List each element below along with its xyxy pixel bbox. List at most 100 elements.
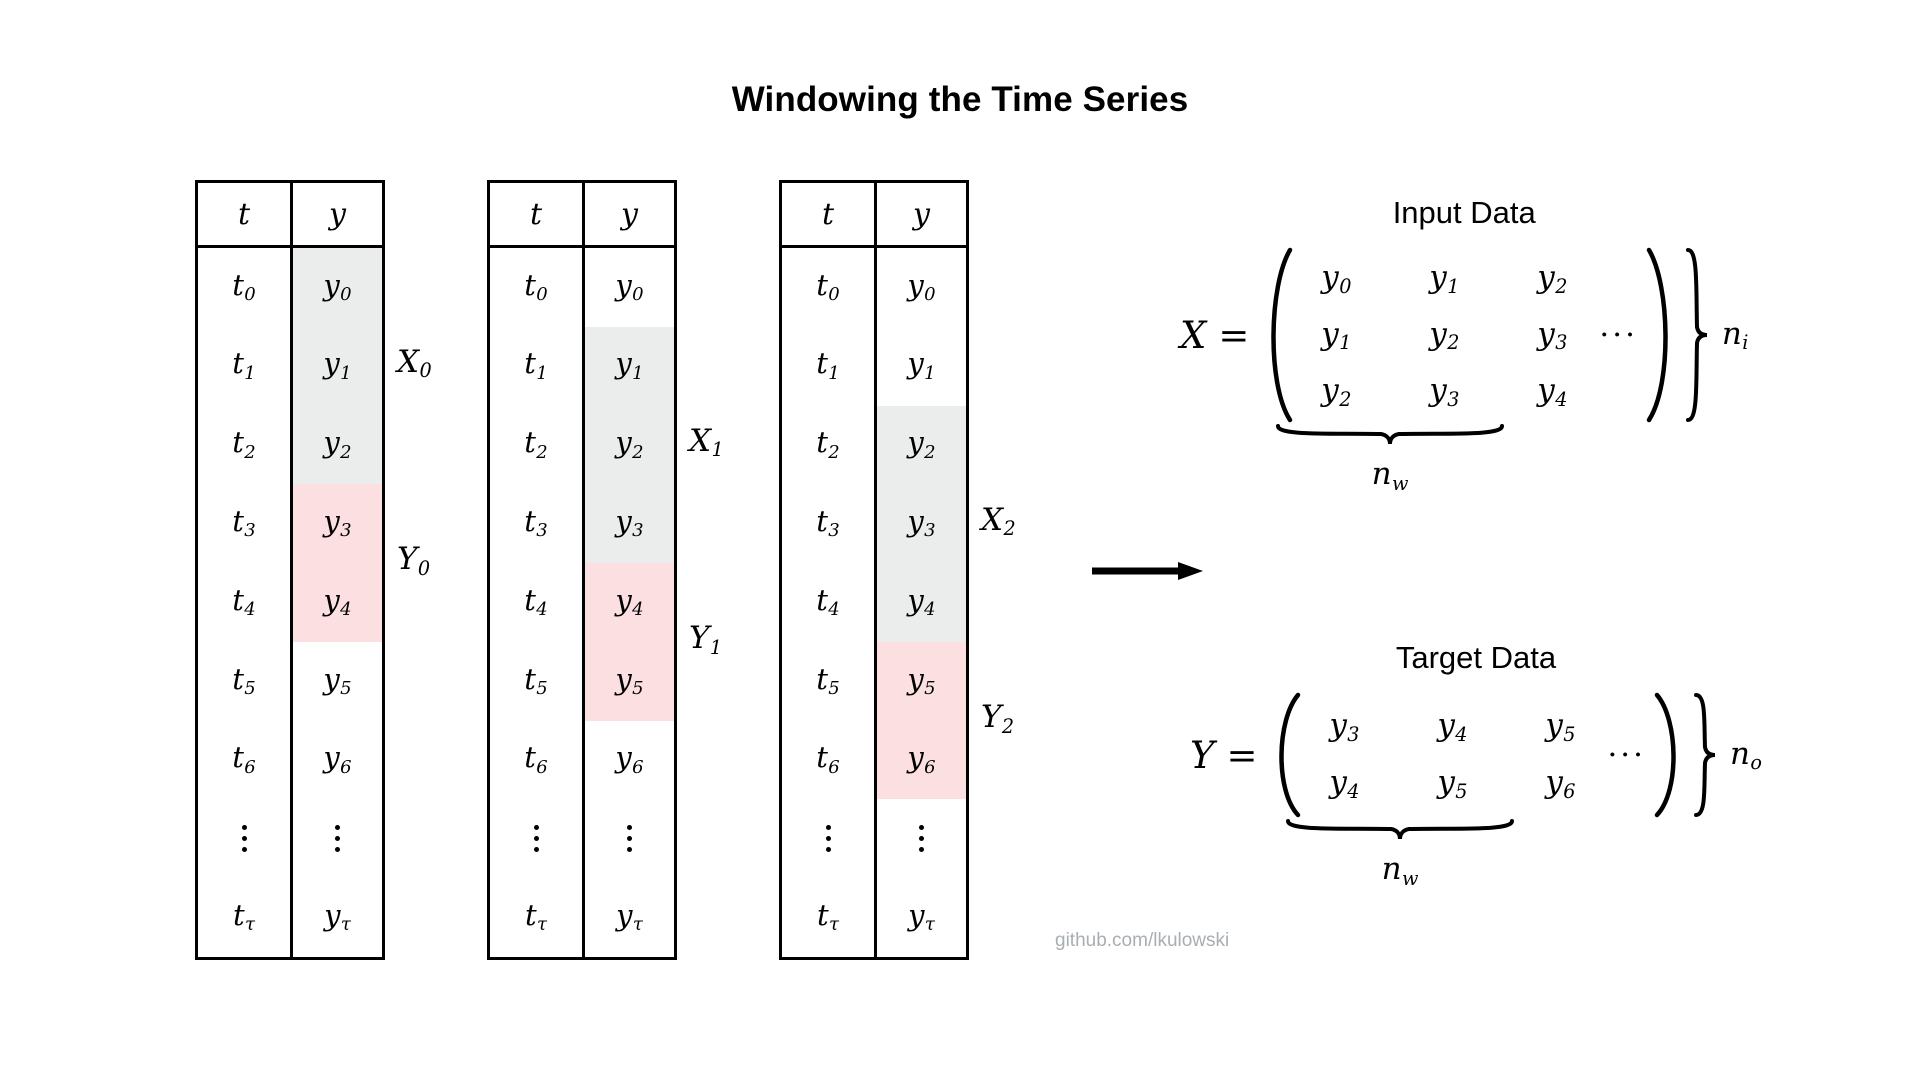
series-value: y5 (615, 661, 644, 699)
value-cell: yτ (877, 878, 966, 957)
time-cell: tτ (490, 878, 582, 957)
matrix-cell: y1 (1413, 259, 1475, 298)
time-value: t6 (816, 740, 840, 778)
time-value: t4 (232, 582, 256, 621)
col-brace-label-0: nw (1275, 456, 1505, 495)
value-cell: y4 (585, 563, 674, 642)
time-value: t0 (524, 267, 548, 306)
vertical-ellipsis (533, 825, 539, 853)
row-brace-label-0: ni (1722, 316, 1749, 355)
value-cell (293, 799, 382, 878)
series-value: y1 (907, 346, 936, 384)
matrix-cell-value: y6 (1545, 764, 1576, 803)
value-cell: y6 (877, 720, 966, 800)
time-value: t3 (232, 504, 256, 542)
time-value: t1 (232, 346, 256, 384)
time-value: t1 (524, 346, 548, 384)
time-cell: t0 (490, 248, 582, 327)
column-header-label-t: t (237, 196, 251, 232)
left-paren-1 (1279, 692, 1301, 818)
window-target-label-1-label: Y1 (689, 620, 723, 659)
col-brace-group-0: nw (1275, 421, 1748, 495)
time-cell: t6 (198, 721, 290, 800)
matrix-caption-0: Input Data (1392, 195, 1536, 230)
time-value: t5 (816, 661, 840, 699)
col-brace-label-value-0: nw (1371, 456, 1409, 495)
window-target-label-2: Y2 (981, 699, 1014, 738)
time-value: t0 (232, 267, 256, 306)
vertical-ellipsis (919, 825, 924, 853)
value-cell: y0 (585, 248, 674, 327)
time-cell: t5 (782, 642, 874, 721)
window-input-label-1-label: X1 (689, 422, 724, 462)
row-brace-label-value-0: ni (1721, 315, 1749, 355)
column-header-label-y: y (329, 196, 346, 232)
left-paren-0 (1271, 247, 1293, 423)
time-cell: t4 (198, 563, 290, 642)
time-cell: t3 (782, 484, 874, 563)
right-paren-1 (1654, 692, 1676, 818)
window-target-label-2-label: Y2 (981, 699, 1015, 738)
matrix-cell: y3 (1521, 316, 1583, 355)
watermark: github.com/lkulowski (1055, 930, 1230, 951)
value-cell: y5 (585, 641, 674, 721)
equals-sign-1: = (1226, 733, 1258, 777)
col-brace-0 (1276, 424, 1504, 445)
time-value: tτ (233, 897, 255, 936)
vertical-ellipsis (825, 825, 831, 853)
matrix-symbol-1: Y (1190, 734, 1214, 777)
time-cell: t2 (198, 406, 290, 485)
col-brace-1 (1286, 819, 1514, 840)
value-cell: y6 (585, 721, 674, 800)
window-input-label-0-label: X0 (397, 343, 432, 383)
series-value: y0 (615, 267, 644, 306)
value-cell: yτ (293, 878, 382, 957)
value-cell: y4 (293, 563, 382, 642)
time-value: t4 (524, 582, 548, 621)
time-value: t2 (524, 425, 548, 463)
time-cell: t1 (782, 327, 874, 406)
time-cell: t5 (198, 642, 290, 721)
series-value: y3 (323, 504, 352, 542)
time-cell: t3 (198, 484, 290, 563)
matrix-cell-value: y1 (1321, 315, 1352, 355)
time-cell: t4 (490, 563, 582, 642)
value-cell: y5 (877, 641, 966, 721)
time-value: t6 (524, 740, 548, 778)
value-cell: y3 (585, 484, 674, 564)
time-value: t3 (816, 504, 840, 542)
value-cell: y2 (293, 405, 382, 485)
series-value: y4 (907, 582, 936, 621)
series-value: y6 (615, 740, 644, 778)
time-cell: tτ (782, 878, 874, 957)
series-value: y2 (907, 425, 936, 463)
column-header-label-t: t (529, 196, 543, 232)
series-value: y1 (323, 346, 352, 384)
matrix-cell-value: y4 (1537, 372, 1568, 412)
time-cell: tτ (198, 878, 290, 957)
time-cell: t1 (490, 327, 582, 406)
row-brace-1 (1694, 693, 1716, 817)
matrix-cell: y5 (1529, 707, 1591, 746)
flow-arrow-icon (1092, 562, 1203, 580)
time-value: t1 (816, 346, 840, 384)
time-cell: t3 (490, 484, 582, 563)
time-cell: t6 (782, 721, 874, 800)
series-value: yτ (324, 897, 351, 936)
window-input-label-2-label: X2 (981, 501, 1016, 541)
matrix-symbol-0: X (1180, 314, 1206, 357)
col-brace-group-1: nw (1285, 816, 1762, 890)
value-cell: y0 (877, 248, 966, 327)
vertical-ellipsis (241, 825, 247, 853)
time-cell (782, 799, 874, 878)
column-header-t: t (198, 183, 290, 245)
series-value: y1 (615, 346, 644, 384)
value-cell: y2 (877, 405, 966, 485)
value-cell: y5 (293, 642, 382, 721)
time-value: tτ (525, 897, 547, 936)
vertical-ellipsis (335, 825, 340, 853)
matrix-cell-value: y5 (1545, 707, 1576, 746)
